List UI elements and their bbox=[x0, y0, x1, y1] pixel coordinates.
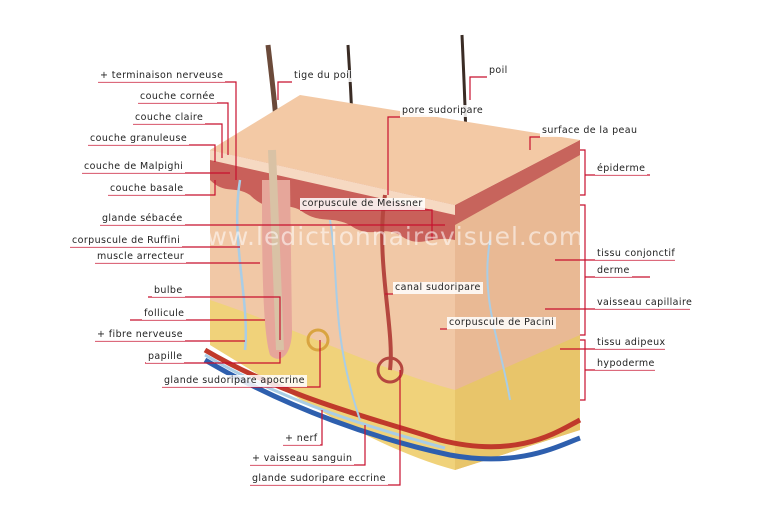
nerve bbox=[204, 353, 446, 450]
label-terminaison-nerveuse: + terminaison nerveuse bbox=[98, 70, 226, 82]
label-surface-de-la-peau: surface de la peau bbox=[540, 125, 640, 137]
hair-root bbox=[268, 149, 284, 351]
label-couche-granuleuse: couche granuleuse bbox=[88, 133, 190, 145]
label-couche-de-malpighi: couche de Malpighi bbox=[82, 161, 186, 173]
label-nerf: + nerf bbox=[283, 433, 320, 445]
label-glande-sudoripare-apocrine: glande sudoripare apocrine bbox=[162, 375, 307, 387]
leader-lines bbox=[70, 76, 690, 486]
watermark: www.ledictionnairevisuel.com bbox=[185, 222, 585, 251]
label-corpuscule-de-ruffini: corpuscule de Ruffini bbox=[70, 235, 183, 247]
label-corpuscule-de-pacini: corpuscule de Pacini bbox=[447, 317, 557, 329]
label-couche-cornee: couche cornée bbox=[138, 91, 217, 103]
eccrine-gland bbox=[376, 356, 404, 384]
label-canal-sudoripare: canal sudoripare bbox=[393, 282, 483, 294]
label-tissu-conjonctif: tissu conjonctif bbox=[595, 248, 678, 260]
apocrine-gland bbox=[306, 328, 330, 352]
label-pore-sudoripare: pore sudoripare bbox=[400, 105, 486, 117]
label-couche-basale: couche basale bbox=[108, 183, 186, 195]
label-tige-du-poil: tige du poil bbox=[292, 70, 355, 82]
blood-vessel-blue bbox=[203, 357, 581, 462]
label-vaisseau-sanguin: + vaisseau sanguin bbox=[250, 453, 355, 465]
label-papille: papille bbox=[146, 351, 185, 363]
label-follicule: follicule bbox=[142, 308, 187, 320]
label-bulbe: bulbe bbox=[152, 285, 185, 297]
label-fibre-nerveuse: + fibre nerveuse bbox=[95, 329, 186, 341]
label-glande-sebacee: glande sébacée bbox=[100, 213, 185, 225]
label-epiderme: épiderme bbox=[595, 163, 648, 175]
label-muscle-arrecteur: muscle arrecteur bbox=[95, 251, 187, 263]
sweat-duct bbox=[380, 194, 393, 371]
label-hypoderme: hypoderme bbox=[595, 358, 657, 370]
label-poil: poil bbox=[487, 65, 510, 77]
label-couche-claire: couche claire bbox=[133, 112, 206, 124]
top-surface bbox=[210, 95, 580, 205]
right-epidermis bbox=[455, 140, 580, 225]
label-corpuscule-de-meissner: corpuscule de Meissner bbox=[300, 198, 425, 210]
label-derme: derme bbox=[595, 265, 632, 277]
nerve-branch bbox=[329, 219, 361, 421]
nerve-fiber bbox=[235, 179, 248, 351]
label-glande-sudoripare-eccrine: glande sudoripare eccrine bbox=[250, 473, 388, 485]
label-vaisseau-capillaire: vaisseau capillaire bbox=[595, 297, 695, 309]
label-tissu-adipeux: tissu adipeux bbox=[595, 337, 668, 349]
